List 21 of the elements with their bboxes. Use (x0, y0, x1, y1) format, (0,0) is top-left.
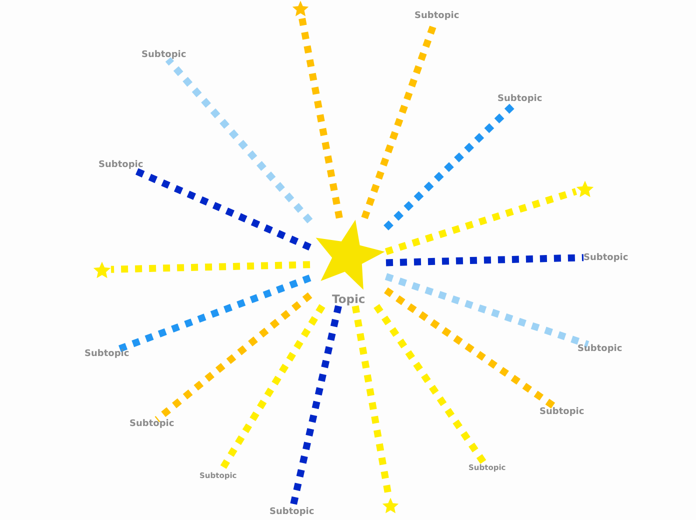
dotted-connector (298, 16, 343, 219)
subtopic-label: Subtopic (578, 344, 622, 354)
dotted-connector (386, 254, 584, 266)
subtopic-label: Subtopic (84, 350, 130, 358)
subtopic-label: Subtopic (98, 160, 144, 170)
subtopic-label: Subtopic (142, 50, 186, 60)
dotted-connector (116, 274, 312, 353)
subtopic-label: Subtopic (584, 254, 628, 262)
subtopic-label: Subtopic (540, 408, 584, 416)
subtopic-label: Subtopic (498, 94, 542, 104)
dotted-connector (384, 273, 590, 348)
dotted-connector (384, 287, 558, 410)
subtopic-label: Subtopic (414, 12, 460, 20)
dotted-connector (384, 188, 578, 256)
dotted-connector (374, 304, 488, 466)
topic-label: Topic (332, 294, 366, 306)
dotted-connector (165, 57, 313, 224)
subtopic-label: Subtopic (270, 508, 314, 516)
dotted-connector (110, 261, 310, 273)
subtopic-label: Subtopic (130, 420, 174, 428)
dotted-connector (154, 292, 312, 422)
